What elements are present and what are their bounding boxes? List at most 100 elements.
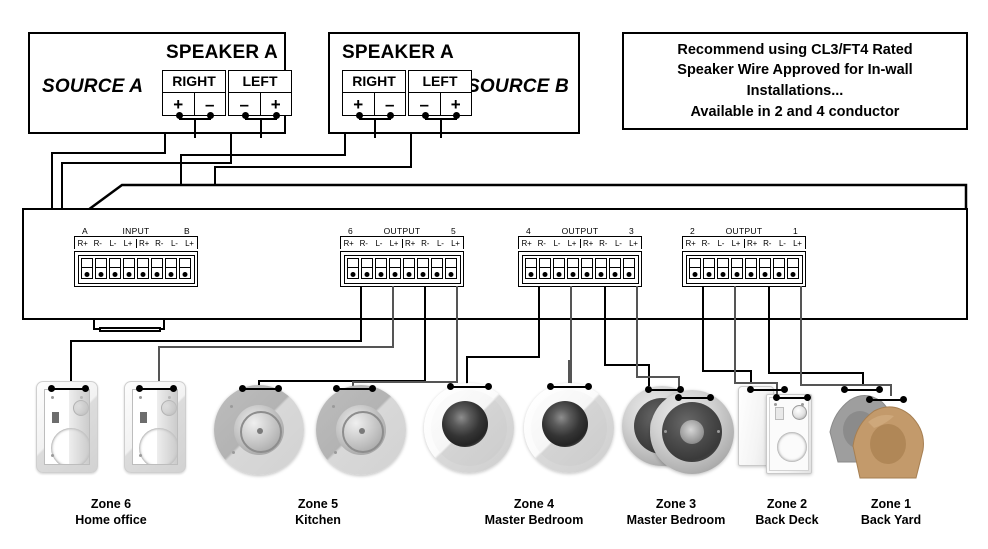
screw-terminal[interactable] bbox=[444, 257, 458, 279]
source-b-left-connector[interactable]: LEFT – + bbox=[408, 70, 472, 116]
screw-terminal[interactable] bbox=[580, 257, 594, 279]
wire-zone-2b bbox=[776, 382, 778, 394]
screw-terminal[interactable] bbox=[786, 257, 800, 279]
zone-6-speaker-1 bbox=[36, 381, 98, 473]
input-type-label: INPUT bbox=[122, 226, 150, 236]
screw-terminal[interactable] bbox=[416, 257, 430, 279]
screw-terminal[interactable] bbox=[525, 257, 538, 279]
zone-5-room: Kitchen bbox=[295, 513, 341, 528]
zone-2-room: Back Deck bbox=[755, 513, 819, 528]
wire-source-a-left bbox=[61, 162, 232, 164]
source-a-left-plus: + bbox=[259, 93, 292, 115]
screw-terminal[interactable] bbox=[388, 257, 402, 279]
terminal-dot bbox=[453, 112, 460, 119]
amplifier-top-panel bbox=[22, 183, 968, 212]
input-terminal[interactable]: A INPUT B R+ R- L- L+ R+ R- L- L+ bbox=[74, 226, 198, 287]
wire-zone-4 bbox=[466, 356, 540, 358]
wire-zone-6b bbox=[158, 346, 394, 348]
screw-terminal[interactable] bbox=[758, 257, 772, 279]
source-a-right-label: RIGHT bbox=[163, 71, 225, 93]
jumper bbox=[374, 118, 376, 138]
screw-terminal[interactable] bbox=[608, 257, 622, 279]
output-terminal-2-1[interactable]: 2 OUTPUT 1 R+ R- L- L+ R+ R- L- L+ bbox=[682, 226, 806, 287]
source-a-left-connector[interactable]: LEFT – + bbox=[228, 70, 292, 116]
wire-zone-3b bbox=[636, 376, 680, 378]
jumper bbox=[440, 118, 442, 138]
screw-terminal[interactable] bbox=[566, 257, 580, 279]
wire-zone-6 bbox=[70, 340, 362, 342]
wire-zone-5 bbox=[258, 380, 426, 382]
output-type-label: OUTPUT bbox=[561, 226, 599, 236]
wire-zone-5b bbox=[456, 286, 458, 382]
screw-terminal[interactable] bbox=[730, 257, 744, 279]
screw-terminal[interactable] bbox=[347, 257, 360, 279]
wire-zone-2b bbox=[734, 286, 736, 384]
wire-zone-2b bbox=[734, 382, 778, 384]
screw-terminal[interactable] bbox=[744, 257, 758, 279]
screw-terminal[interactable] bbox=[716, 257, 730, 279]
screw-terminal[interactable] bbox=[136, 257, 150, 279]
speaker-jumper bbox=[678, 397, 710, 399]
screw-terminal[interactable] bbox=[360, 257, 374, 279]
pin-label: R+ bbox=[401, 238, 418, 248]
output-group-4: 4 bbox=[526, 226, 532, 236]
screw-terminal[interactable] bbox=[772, 257, 786, 279]
pin-label: L+ bbox=[731, 238, 741, 248]
screw-terminal[interactable] bbox=[622, 257, 636, 279]
speaker-jumper bbox=[139, 388, 173, 390]
pin-label: R+ bbox=[579, 238, 596, 248]
screw-terminal[interactable] bbox=[81, 257, 94, 279]
screw-terminal[interactable] bbox=[402, 257, 416, 279]
screw-terminal[interactable] bbox=[552, 257, 566, 279]
source-b-title: SOURCE B bbox=[467, 76, 569, 97]
wire-source-b-left bbox=[410, 134, 412, 168]
note-line-2: Speaker Wire Approved for In-wall bbox=[677, 62, 913, 79]
screw-terminal[interactable] bbox=[94, 257, 108, 279]
screw-terminal[interactable] bbox=[689, 257, 702, 279]
pin-label: R- bbox=[701, 238, 710, 248]
output-terminal-6-5[interactable]: 6 OUTPUT 5 R+ R- L- L+ R+ R- L- L+ bbox=[340, 226, 464, 287]
wire-zone-6 bbox=[360, 286, 362, 342]
pin-label: R- bbox=[537, 238, 546, 248]
screw-terminal[interactable] bbox=[122, 257, 136, 279]
zone-1-room: Back Yard bbox=[860, 513, 922, 528]
screw-terminal[interactable] bbox=[108, 257, 122, 279]
source-b-right-plus: + bbox=[353, 94, 364, 114]
zone-1-speaker-2 bbox=[848, 398, 930, 482]
wire-zone-4 bbox=[466, 356, 468, 386]
input-group-a: A bbox=[82, 226, 88, 236]
zone-2-number: Zone 2 bbox=[766, 497, 808, 511]
source-b-right-connector[interactable]: RIGHT + – bbox=[342, 70, 406, 116]
wire-zone-1b bbox=[800, 286, 802, 386]
pin-label: L+ bbox=[185, 238, 194, 248]
source-a-right-connector[interactable]: RIGHT + – bbox=[162, 70, 226, 116]
screw-terminal[interactable] bbox=[178, 257, 192, 279]
screw-terminal[interactable] bbox=[164, 257, 178, 279]
wire-zone-4 bbox=[538, 286, 540, 358]
wire-source-a-right bbox=[51, 152, 166, 154]
wire-zone-1b bbox=[800, 384, 892, 386]
source-b-speaker-label: SPEAKER A bbox=[342, 42, 454, 63]
pin-label: R- bbox=[155, 238, 164, 248]
output-terminal-4-3[interactable]: 4 OUTPUT 3 R+ R- L- L+ R+ R- L- L+ bbox=[518, 226, 642, 287]
screw-terminal[interactable] bbox=[150, 257, 164, 279]
screw-terminal[interactable] bbox=[430, 257, 444, 279]
screw-terminal[interactable] bbox=[538, 257, 552, 279]
zone-1-number: Zone 1 bbox=[870, 497, 912, 511]
speaker-terminal-dot bbox=[900, 396, 907, 403]
screw-terminal[interactable] bbox=[702, 257, 716, 279]
terminal-dot bbox=[273, 112, 280, 119]
wire-zone-3 bbox=[604, 286, 606, 366]
output-type-label: OUTPUT bbox=[725, 226, 763, 236]
zone-3-speaker-2 bbox=[650, 390, 734, 474]
screw-terminal[interactable] bbox=[594, 257, 608, 279]
source-a-speaker-label: SPEAKER A bbox=[166, 42, 278, 63]
pin-label: L- bbox=[109, 238, 117, 248]
source-a-title: SOURCE A bbox=[42, 76, 144, 97]
speaker-jumper bbox=[648, 389, 680, 391]
screw-terminal[interactable] bbox=[374, 257, 388, 279]
speaker-jumper bbox=[776, 397, 807, 399]
zone-4-speaker-2 bbox=[524, 383, 614, 473]
zone-3-room: Master Bedroom bbox=[626, 513, 726, 528]
